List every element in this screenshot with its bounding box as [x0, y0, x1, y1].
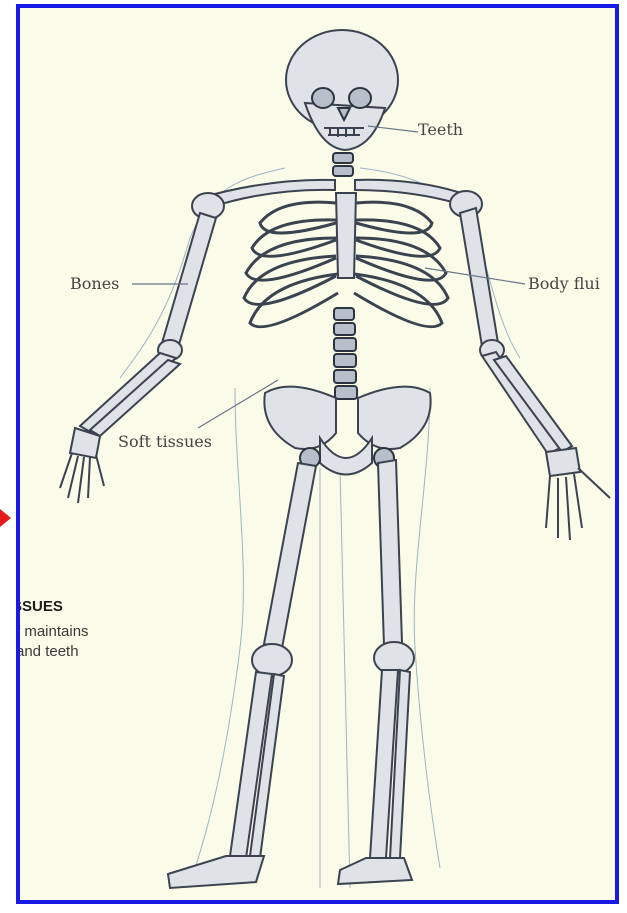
skull: [286, 30, 398, 150]
label-soft-tissues: Soft tissues: [118, 432, 212, 451]
rib-cage: [244, 193, 448, 327]
right-arm: [460, 208, 610, 540]
label-body-fluids: Body flui: [528, 274, 600, 293]
side-text-heading: SSUES: [16, 598, 63, 615]
side-text-line-1: f maintains: [16, 622, 89, 642]
side-text-line-2: and teeth: [16, 642, 79, 662]
label-bones: Bones: [70, 274, 119, 293]
pointer-arrow-icon: [0, 509, 11, 527]
skeleton-illustration: .b { fill:#dfe3e8; stroke:#3b4350; strok…: [20, 8, 619, 904]
label-teeth: Teeth: [418, 120, 463, 139]
left-arm: [60, 213, 216, 503]
illustration-frame: .b { fill:#dfe3e8; stroke:#3b4350; strok…: [16, 4, 619, 904]
right-leg: [338, 460, 414, 884]
left-leg: [168, 463, 316, 888]
